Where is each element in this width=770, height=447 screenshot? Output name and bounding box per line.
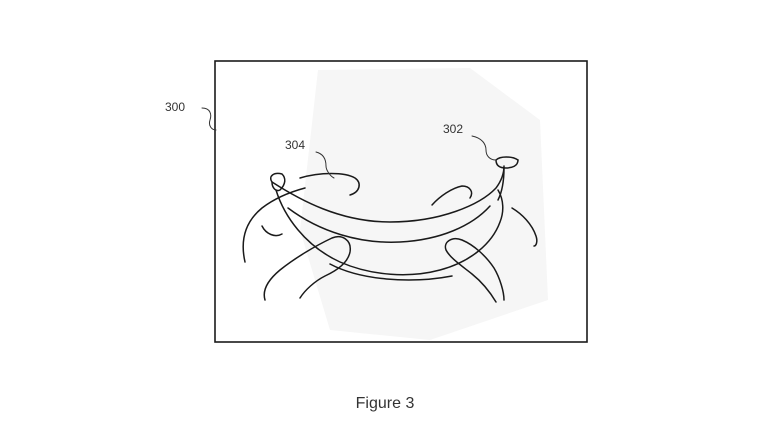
figure-caption: Figure 3 (355, 395, 415, 412)
label-300: 300 (165, 100, 185, 114)
right-hand (431, 185, 538, 303)
banana (270, 156, 519, 281)
leader-304 (315, 151, 335, 179)
left-hand (242, 172, 360, 301)
label-304: 304 (285, 138, 305, 152)
label-302: 302 (443, 122, 463, 136)
leader-302 (471, 135, 497, 161)
leader-300 (201, 107, 217, 131)
background-shading (300, 68, 548, 340)
